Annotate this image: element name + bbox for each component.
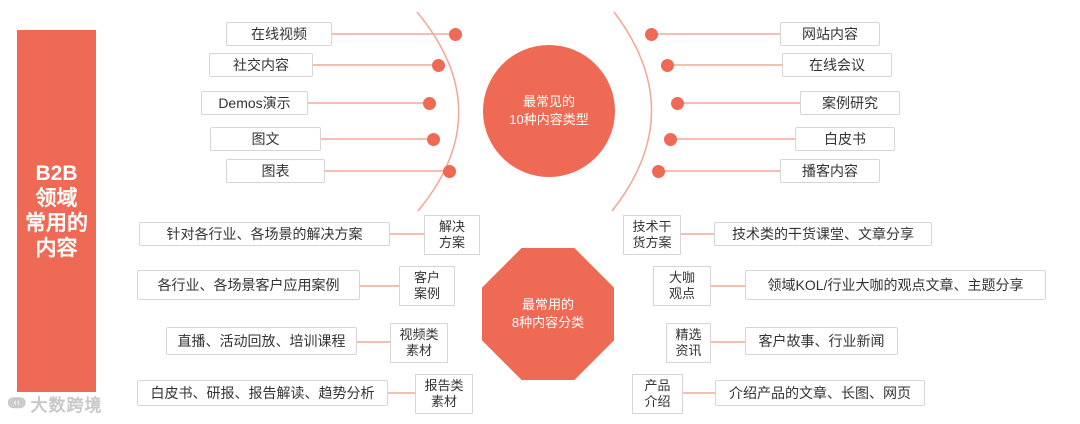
category-desc-product-intro: 介绍产品的文章、长图、网页 <box>715 380 925 406</box>
category-tag-tech-solutions: 技术干 货方案 <box>623 215 681 255</box>
hub-content-categories: 最常用的 8种内容分类 <box>482 248 614 380</box>
content-type-charts: 图表 <box>226 159 325 183</box>
connector-dot <box>449 28 462 41</box>
category-desc-tech-solutions: 技术类的干货课堂、文章分享 <box>714 222 932 246</box>
connector-dot <box>652 165 665 178</box>
content-type-website: 网站内容 <box>780 22 880 46</box>
content-type-graphic-text: 图文 <box>210 127 321 151</box>
pill-label: 图表 <box>261 163 290 179</box>
connector-dot <box>427 133 440 146</box>
pill-label: 播客内容 <box>802 163 858 179</box>
pill-label: 白皮书 <box>824 131 866 147</box>
category-desc: 技术类的干货课堂、文章分享 <box>732 226 914 242</box>
category-tag-label: 报告类 素材 <box>424 378 464 409</box>
watermark-text: 大数跨境 <box>30 396 103 415</box>
connector-dot <box>443 165 456 178</box>
pill-label: 案例研究 <box>822 95 878 111</box>
category-desc: 各行业、各场景客户应用案例 <box>157 277 340 293</box>
connector-dot <box>645 28 658 41</box>
category-desc-reports: 白皮书、研报、报告解读、趋势分析 <box>137 380 388 406</box>
category-desc: 直播、活动回放、培训课程 <box>177 333 346 349</box>
category-desc-solutions: 针对各行业、各场景的解决方案 <box>139 222 390 246</box>
category-tag-label: 大咖 观点 <box>668 270 695 301</box>
category-tag-label: 视频类 素材 <box>399 327 439 358</box>
category-tag-solutions: 解决 方案 <box>424 215 480 255</box>
sidebar-title: B2B 领域 常用的 内容 <box>25 162 88 260</box>
category-tag-label: 产品 介绍 <box>644 378 671 409</box>
pill-label: 社交内容 <box>233 57 289 73</box>
pill-label: 在线视频 <box>251 26 307 42</box>
content-type-social: 社交内容 <box>209 53 313 77</box>
pill-label: 网站内容 <box>802 26 858 42</box>
category-tag-reports: 报告类 素材 <box>415 374 473 414</box>
connector-dot <box>661 59 674 72</box>
category-desc: 客户故事、行业新闻 <box>758 333 885 349</box>
category-desc-video: 直播、活动回放、培训课程 <box>166 327 357 355</box>
connector-dot <box>423 97 436 110</box>
connector-dot <box>432 59 445 72</box>
content-type-case-study: 案例研究 <box>800 91 900 115</box>
watermark: ↈ 大数跨境 <box>8 391 103 416</box>
pill-label: Demos演示 <box>218 95 291 111</box>
connector-dot <box>671 97 684 110</box>
category-tag-label: 精选 资讯 <box>675 327 702 358</box>
content-type-podcast: 播客内容 <box>780 159 880 183</box>
connector-dot <box>664 133 677 146</box>
category-desc-customer-cases: 各行业、各场景客户应用案例 <box>137 270 360 300</box>
pill-label: 图文 <box>251 131 280 147</box>
category-tag-label: 客户 案例 <box>413 270 440 301</box>
category-tag-expert-views: 大咖 观点 <box>653 266 711 306</box>
category-desc: 介绍产品的文章、长图、网页 <box>729 385 911 401</box>
sidebar-title-block: B2B 领域 常用的 内容 <box>17 30 96 392</box>
category-desc: 领域KOL/行业大咖的观点文章、主题分享 <box>767 277 1024 293</box>
content-type-online-video: 在线视频 <box>226 22 332 46</box>
hub-bottom-label: 最常用的 8种内容分类 <box>511 297 585 330</box>
category-tag-news: 精选 资讯 <box>666 323 711 363</box>
watermark-logo-icon: ↈ <box>8 394 27 412</box>
content-type-demos: Demos演示 <box>201 91 308 115</box>
content-type-webinar: 在线会议 <box>782 53 892 77</box>
category-tag-video: 视频类 素材 <box>390 323 448 363</box>
category-tag-label: 解决 方案 <box>438 219 465 250</box>
category-desc-news: 客户故事、行业新闻 <box>745 327 898 355</box>
hub-common-content-types: 最常见的 10种内容类型 <box>483 45 615 177</box>
content-type-whitepaper: 白皮书 <box>795 127 895 151</box>
hub-top-label: 最常见的 10种内容类型 <box>509 94 589 127</box>
category-desc: 白皮书、研报、报告解读、趋势分析 <box>150 385 375 401</box>
category-tag-label: 技术干 货方案 <box>632 219 672 250</box>
category-desc: 针对各行业、各场景的解决方案 <box>166 226 363 242</box>
category-desc-expert-views: 领域KOL/行业大咖的观点文章、主题分享 <box>745 270 1046 300</box>
pill-label: 在线会议 <box>809 57 865 73</box>
category-tag-product-intro: 产品 介绍 <box>632 374 683 414</box>
category-tag-customer-cases: 客户 案例 <box>399 266 455 306</box>
